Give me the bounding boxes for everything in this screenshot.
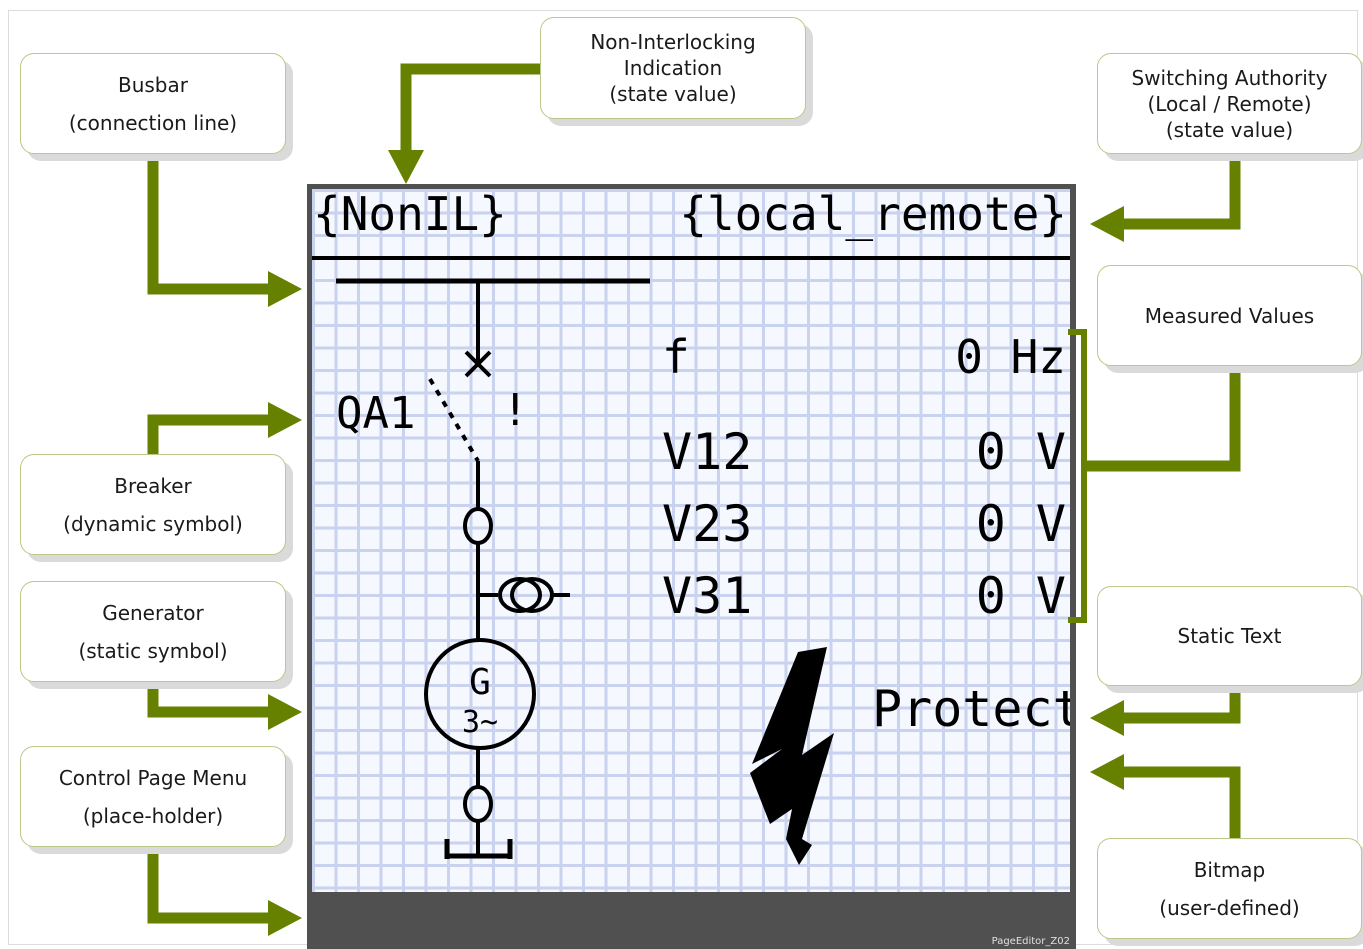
callout-control-page-menu-title: Control Page Menu: [58, 765, 248, 790]
nonil-indicator: {NonIL}: [313, 189, 507, 241]
arrow-bitmap: [1124, 766, 1241, 838]
callout-bitmap: Bitmap (user-defined): [1097, 838, 1362, 939]
measured-label-v23: V23: [662, 495, 753, 553]
lcd-screen: {NonIL} {local_remote} QA1 ! f 0 Hz V12 …: [312, 189, 1070, 892]
callout-generator: Generator (static symbol): [20, 581, 286, 682]
voltage-transformer-symbol: [478, 577, 570, 613]
breaker-symbol: [428, 350, 492, 463]
callout-measured-values: Measured Values: [1097, 265, 1362, 366]
callout-static-text: Static Text: [1097, 586, 1362, 686]
callout-breaker-subtitle: (dynamic symbol): [63, 511, 243, 536]
callout-measured-values-title: Measured Values: [1144, 303, 1315, 328]
measured-value-v31: 0 V: [975, 567, 1066, 625]
measured-value-v12: 0 V: [975, 423, 1066, 481]
callout-breaker-title: Breaker: [114, 473, 192, 498]
callout-busbar-subtitle: (connection line): [68, 110, 238, 135]
local-remote-indicator: {local_remote}: [679, 189, 1067, 241]
callout-static-text-title: Static Text: [1177, 624, 1282, 648]
arrow-generator: [147, 682, 268, 718]
arrow-switching-authority: [1124, 154, 1241, 230]
footer-label: PageEditor_Z02: [991, 936, 1070, 947]
generator-phase: 3~: [462, 705, 498, 740]
callout-busbar: Busbar (connection line): [20, 53, 286, 154]
single-line-diagram: G 3~: [312, 256, 1070, 865]
measured-label-v31: V31: [662, 567, 753, 625]
arrow-breaker: [147, 414, 268, 454]
callout-switching-authority-line3: (state value): [1165, 117, 1294, 142]
static-text-protect: Protect: [872, 680, 1070, 738]
arrow-nonil: [400, 63, 540, 150]
arrow-measured-values: [1068, 329, 1241, 623]
callout-switching-authority-line2: (Local / Remote): [1147, 91, 1312, 116]
earth-symbol: [444, 839, 513, 859]
callout-breaker: Breaker (dynamic symbol): [20, 454, 286, 555]
callout-generator-title: Generator: [102, 600, 204, 625]
callout-non-interlocking-line1: Non-Interlocking: [590, 30, 756, 54]
callout-bitmap-subtitle: (user-defined): [1159, 895, 1300, 920]
measured-label-f: f: [662, 330, 690, 384]
callout-busbar-title: Busbar: [117, 72, 188, 97]
lightning-bolt-bitmap: [750, 647, 834, 865]
callout-switching-authority: Switching Authority (Local / Remote) (st…: [1097, 53, 1362, 154]
callout-generator-subtitle: (static symbol): [78, 638, 228, 663]
measured-label-v12: V12: [662, 423, 753, 481]
callout-control-page-menu: Control Page Menu (place-holder): [20, 746, 286, 847]
callout-non-interlocking: Non-Interlocking Indication (state value…: [540, 17, 806, 119]
callout-control-page-menu-subtitle: (place-holder): [82, 803, 224, 828]
arrow-static-text: [1124, 686, 1241, 724]
hmi-display: {NonIL} {local_remote} QA1 ! f 0 Hz V12 …: [307, 184, 1076, 949]
measured-value-v23: 0 V: [975, 495, 1066, 553]
callout-bitmap-title: Bitmap: [1193, 857, 1266, 882]
callout-switching-authority-line1: Switching Authority: [1131, 65, 1328, 90]
callout-non-interlocking-line2: Indication: [623, 56, 723, 80]
arrow-busbar: [147, 154, 268, 295]
interlock-mark: !: [502, 385, 529, 436]
breaker-label: QA1: [336, 388, 416, 439]
generator-letter: G: [469, 662, 491, 703]
measured-value-f: 0 Hz: [955, 330, 1066, 384]
arrow-control-page-menu: [147, 848, 268, 924]
callout-non-interlocking-line3: (state value): [609, 82, 737, 106]
